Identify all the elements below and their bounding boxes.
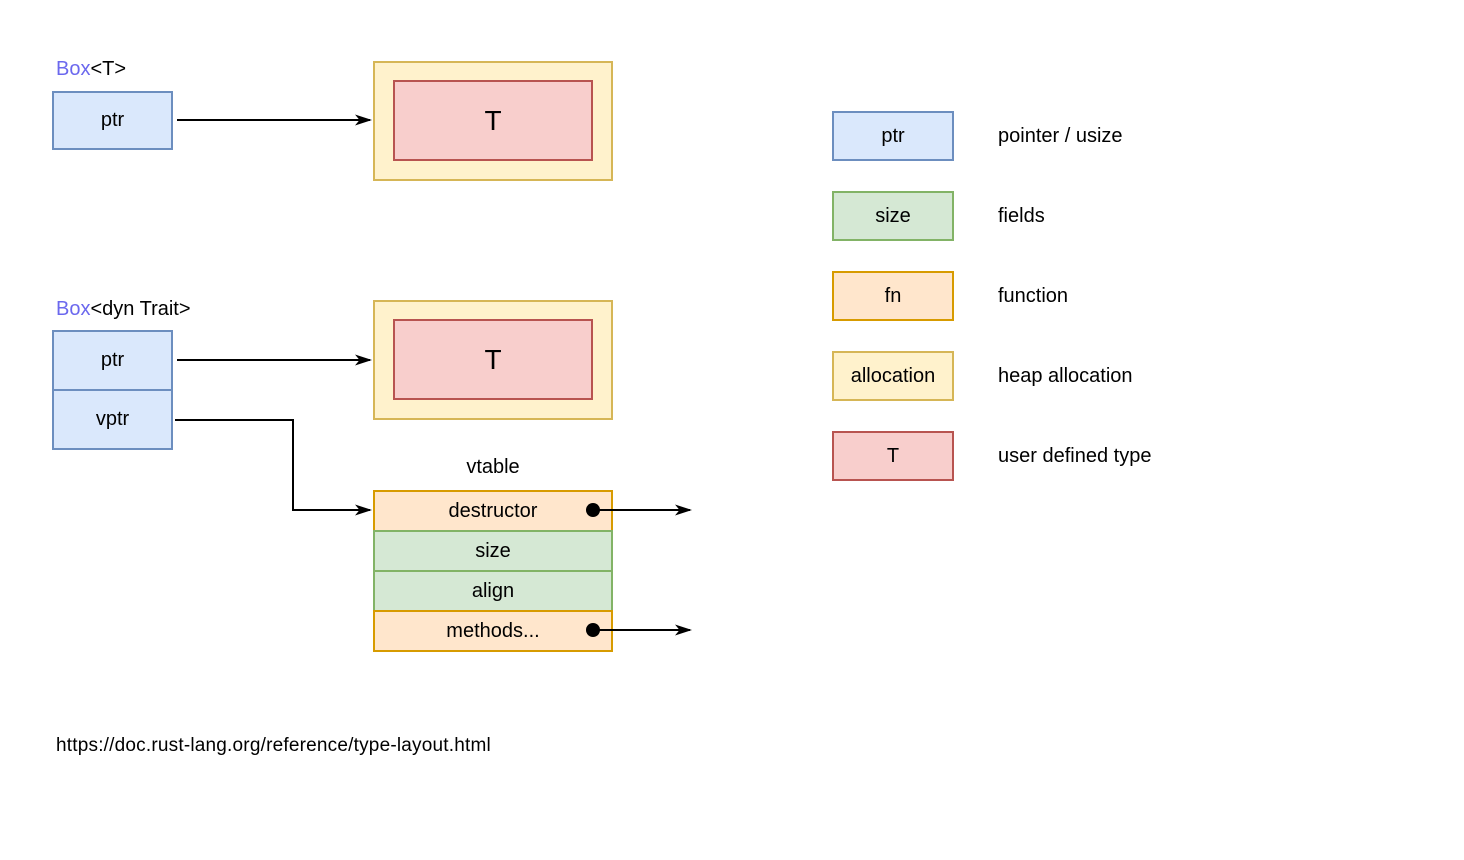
legend-swatch-pointer: ptr [832, 111, 954, 161]
legend-item-function: fn function [832, 271, 1252, 321]
vtable-row-align: align [373, 570, 613, 612]
box-dyn-fat-pointer-stack: ptr vptr [52, 330, 173, 450]
box-dyn-heap-type-label: T [484, 343, 502, 375]
legend-description: heap allocation [998, 364, 1133, 387]
vtable-row-destructor: destructor [373, 490, 613, 532]
box-dyn-heap-allocation: T [373, 300, 613, 420]
legend-swatch-label: fn [884, 284, 902, 307]
legend-swatch-label: size [875, 204, 911, 227]
vtable-row-methods: methods... [373, 610, 613, 652]
box-dyn-vptr-arrow [175, 419, 372, 516]
box-t-title: Box<T> [56, 57, 126, 81]
box-keyword-text: Box [56, 298, 91, 320]
legend-swatch-label: ptr [881, 124, 905, 147]
box-dyn-title: Box<dyn Trait> [56, 297, 191, 321]
box-t-heap-type-cell: T [393, 80, 593, 161]
legend: ptr pointer / usize size fields fn funct… [832, 111, 1252, 511]
box-t-heap-type-label: T [484, 104, 502, 136]
vtable-size-label: size [475, 539, 511, 562]
legend-item-allocation: allocation heap allocation [832, 351, 1252, 401]
legend-swatch-fields: size [832, 191, 954, 241]
box-t-type-param-text: <T> [90, 58, 127, 80]
legend-item-pointer: ptr pointer / usize [832, 111, 1252, 161]
legend-description: function [998, 284, 1069, 307]
box-dyn-type-param-text: <dyn Trait> [90, 298, 191, 320]
legend-description: fields [998, 204, 1045, 227]
legend-swatch-allocation: allocation [832, 351, 954, 401]
legend-item-user-type: T user defined type [832, 431, 1252, 481]
box-dyn-heap-type-cell: T [393, 319, 593, 400]
box-dyn-vptr-label: vptr [95, 408, 130, 430]
box-dyn-ptr-cell: ptr [54, 332, 171, 391]
vtable-destructor-label: destructor [448, 499, 538, 522]
vtable-align-label: align [471, 579, 515, 602]
box-keyword-text: Box [56, 58, 91, 80]
box-t-ptr-cell: ptr [52, 91, 173, 150]
vtable-methods-label: methods... [446, 619, 540, 642]
legend-item-fields: size fields [832, 191, 1252, 241]
legend-description: pointer / usize [998, 124, 1123, 147]
vtable: destructor size align methods... [373, 490, 613, 652]
box-t-heap-allocation: T [373, 61, 613, 181]
legend-swatch-type: T [832, 431, 954, 481]
box-dyn-vptr-cell: vptr [54, 391, 171, 448]
box-dyn-ptr-label: ptr [100, 349, 125, 371]
box-t-ptr-label: ptr [100, 109, 125, 131]
legend-swatch-fn: fn [832, 271, 954, 321]
source-url-text: https://doc.rust-lang.org/reference/type… [56, 735, 491, 756]
legend-description: user defined type [998, 444, 1152, 467]
vtable-title: vtable [466, 456, 520, 478]
vtable-row-size: size [373, 530, 613, 572]
legend-swatch-label: allocation [850, 364, 936, 387]
legend-swatch-label: T [886, 444, 900, 467]
